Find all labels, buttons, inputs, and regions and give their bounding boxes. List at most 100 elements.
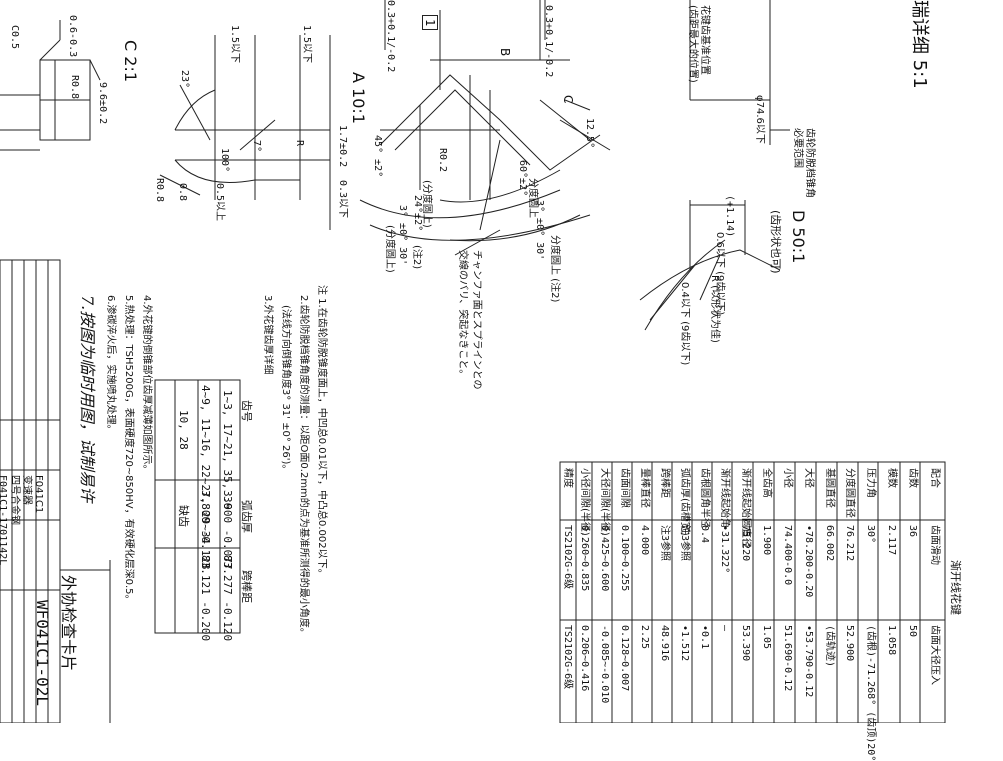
dim-ang12: 12.5° — [584, 118, 595, 149]
dim-04under: 0.4以下 (9齿以下) — [679, 282, 690, 366]
spline-row-label: 精度 — [562, 468, 573, 488]
dim-r-note: R (以形状为佳) — [709, 275, 720, 343]
spline-row-internal: •0.1 — [699, 625, 710, 650]
title-part-no: F041C1-1701142L — [0, 475, 8, 566]
spline-row-label: 基圆直径 — [824, 468, 835, 508]
spline-row-external: 1.900 — [761, 525, 772, 556]
dim-17: 1.7±0.2 — [337, 125, 348, 168]
spline-row-label: 齿数 — [907, 468, 918, 488]
spline-table-title: 渐开线花键 — [949, 560, 962, 615]
spline-row-external: 注3参照 — [679, 525, 690, 562]
spline-row-label: 小径 — [782, 468, 793, 488]
dim-15b: 1.5以下 — [301, 25, 312, 64]
tooth-table-header-no: 齿号 — [240, 400, 253, 422]
spline-row-external: 4.000 — [639, 525, 650, 556]
spline-row-external: 36 — [907, 525, 918, 538]
spline-row-external: 0.425~0.600 — [599, 525, 610, 592]
bundu-label-3: 分度圆上 — [527, 178, 538, 218]
spline-row-external: 0.100~0.255 — [619, 525, 630, 592]
tooth-table-header-span: 跨棒距 — [240, 570, 253, 603]
spline-row-internal: 50 — [907, 625, 918, 638]
dim-r08: R0.8 — [69, 75, 80, 100]
note-2: 2.齿轮防脱档锥角度的测量：以距O面0.2mm的点为基准所测得的最小角度。 — [298, 295, 309, 638]
tooth-row-2-span: 83.121 -0.200 — [199, 555, 212, 642]
dim-08: 0.8 — [177, 183, 188, 202]
note2-ref: (注2) — [411, 245, 422, 270]
spline-row-external: •31.322° — [719, 525, 730, 574]
spline-row-external: 76.212 — [844, 525, 855, 562]
spline-row-external: •78.200-0.20 — [803, 525, 814, 598]
title-card: 外协检查卡片 — [59, 575, 78, 672]
section-mark-b: B — [498, 48, 512, 57]
tooth-row-1-span: 83.277 -0.120 — [221, 555, 234, 642]
title-product: F041C1 — [33, 475, 44, 514]
view-d-label: D 50:1 — [789, 210, 808, 264]
note-4: 4.外花键的倒锥部位齿厚减薄如图所示。 — [141, 295, 152, 475]
dim-ang100: 100° — [219, 148, 230, 173]
dim-ang3a: 3° ±0° 30' — [397, 205, 408, 266]
note-6: 6.渗碳淬火后，实施喷丸处理。 — [105, 295, 116, 435]
spline-row-label: 跨棒距 — [659, 468, 670, 498]
spline-row-internal: (齿轨迹) — [824, 625, 835, 668]
dim-114: (+1.14) — [724, 195, 735, 238]
note-2b: (法线方向倒锥角度3° 31' ±0° 26')。 — [280, 305, 291, 475]
tooth-table-header-thk: 弧齿厚 — [240, 500, 253, 533]
spline-row-internal: 1.05 — [761, 625, 772, 650]
spline-row-label: 压力角 — [865, 468, 876, 498]
note-5: 5.热处理：TSH5200G，表面硬度720~850HV，有效硬化层深0.5。 — [123, 295, 134, 605]
spline-row-internal: — — [719, 625, 730, 632]
title-material: 四号合金钢 — [9, 475, 20, 525]
view-c-label: C 2:1 — [121, 40, 140, 83]
tooth-row-3-thk: 缺齿 — [177, 505, 190, 527]
tooth-row-3-no: 10, 28 — [177, 410, 190, 450]
spline-row-internal: 51.690-0.12 — [782, 625, 793, 692]
spline-row-external: 0.260~0.835 — [579, 525, 590, 592]
spline-row-internal: •53.790-0.12 — [803, 625, 814, 698]
dim-r02: R0.2 — [437, 148, 448, 173]
datum-box: 1 — [421, 15, 438, 31]
spline-row-label: 大径 — [803, 468, 814, 488]
spline-row-external: 注3参照 — [659, 525, 670, 562]
spline-row-label: 齿面间隙 — [619, 468, 630, 508]
spline-row-external: 30° — [865, 525, 876, 544]
note-1: 注 1.在齿轮防脱锥度面上，中凹总0.01以下，中凸总0.002以下。 — [316, 285, 327, 579]
bundu-label-1: (分度圆上) — [421, 180, 432, 228]
spline-row-external: 2.117 — [886, 525, 897, 556]
view-label: 瑞详细 5:1 — [909, 0, 930, 89]
dim-03a: 0.3+0.1/-0.2 — [385, 0, 396, 73]
jp-note-1: チャンファ面とスプラインとの — [471, 250, 482, 390]
spline-row-label: 分度圆直径 — [844, 468, 855, 518]
bundu-label-4: 分度圆上 (注2) — [549, 235, 560, 303]
spline-row-internal: (齿根)-71.268° (齿顶)20° — [865, 625, 876, 761]
view-d-note: (齿形状也可) — [769, 210, 782, 274]
drawing-number: WF041C1-02L — [33, 600, 52, 706]
jp-note-2: 交線のバリ、突起なきこと。 — [457, 250, 468, 380]
spline-row-label: 渐开线起始角 — [719, 468, 730, 528]
spline-row-label: 模数 — [886, 468, 897, 488]
dim-15a: 1.5以下 — [229, 25, 240, 64]
spline-row-external: 齿面滑动 — [929, 525, 940, 565]
spline-row-external: 0.4 — [699, 525, 710, 544]
dim-dia746: φ74.6以下 — [754, 95, 765, 144]
dim-06: 0.6-0.3 — [67, 15, 78, 58]
view-a-label: A 10:1 — [349, 72, 368, 124]
spline-row-external: 74.400-0.0 — [782, 525, 793, 586]
spline-row-label: 全齿高 — [761, 468, 772, 498]
spline-row-label: 量棒直径 — [639, 468, 650, 508]
dim-r08b: R0.8 — [154, 178, 165, 203]
section-mark-c: C — [561, 95, 575, 104]
note-7-handwritten: 7.按图为临时用图，试制易许 — [78, 295, 97, 503]
spline-row-label: 配合 — [929, 468, 940, 488]
technical-drawing — [0, 0, 946, 723]
dim-03b: 0.3+0.1/-0.2 — [543, 5, 554, 78]
dim-05up: 0.5以上 — [214, 183, 225, 222]
spline-row-internal: TS2102G-6级 — [562, 625, 573, 690]
dim-ang23: 23° — [179, 70, 190, 89]
title-name: 变速器 — [21, 475, 32, 505]
spline-row-external: 75.220 — [740, 525, 751, 562]
gear-cone-note-2: 必要范围 — [792, 128, 803, 168]
spline-row-internal: 48.916 — [659, 625, 670, 662]
spline-row-internal: 0.128~0.007 — [619, 625, 630, 692]
dim-96: 9.6±0.2 — [97, 82, 108, 125]
note-spline-base-2: (齿距最大的位置) — [687, 5, 698, 83]
